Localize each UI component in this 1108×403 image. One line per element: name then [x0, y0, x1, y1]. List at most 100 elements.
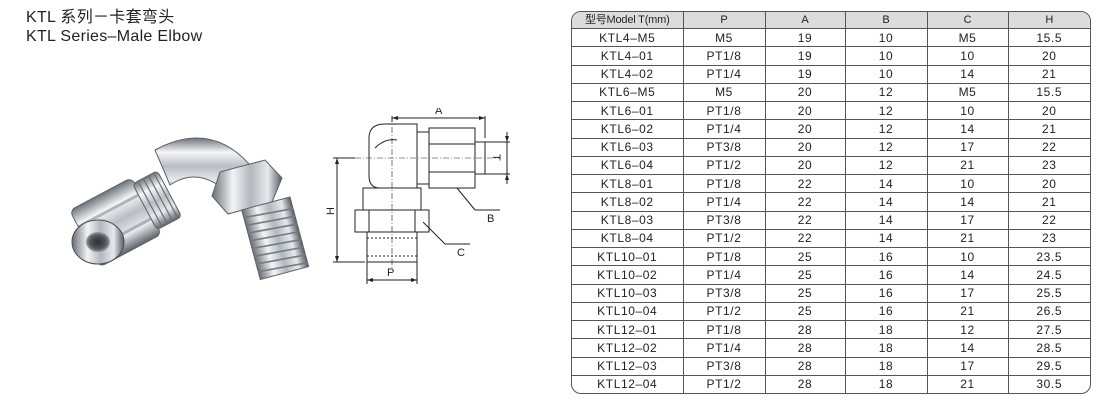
cell-model: KTL10–01	[572, 246, 684, 267]
cell-b: 10	[844, 27, 928, 48]
header-b: B	[844, 12, 928, 29]
header-p: P	[682, 12, 766, 29]
cell-b: 14	[844, 173, 928, 194]
cell-c: 17	[926, 356, 1009, 376]
cell-h: 30.5	[1007, 374, 1090, 393]
cell-b: 18	[844, 374, 928, 393]
cell-b: 12	[844, 82, 928, 103]
cell-model: KTL4–02	[572, 64, 684, 84]
cell-model: KTL12–04	[572, 374, 684, 393]
dimension-diagram: A B C H P T	[325, 108, 510, 284]
cell-b: 16	[844, 283, 928, 303]
cell-c: 10	[926, 246, 1009, 267]
dim-label-h: H	[325, 207, 337, 215]
cell-h: 15.5	[1007, 27, 1090, 48]
cell-c: 14	[926, 119, 1009, 139]
cell-b: 16	[844, 301, 928, 322]
title-chinese: KTL 系列－卡套弯头	[26, 9, 175, 26]
cell-p: PT3/8	[682, 356, 766, 376]
cell-a: 25	[764, 301, 846, 322]
cell-a: 20	[764, 100, 846, 121]
cell-c: 10	[926, 173, 1009, 194]
cell-p: PT1/2	[682, 155, 766, 176]
cell-b: 18	[844, 338, 928, 358]
cell-h: 23	[1007, 155, 1090, 176]
cell-h: 20	[1007, 100, 1090, 121]
cell-b: 16	[844, 246, 928, 267]
cell-p: PT1/2	[682, 301, 766, 322]
cell-a: 28	[764, 374, 846, 393]
cell-model: KTL4–01	[572, 46, 684, 66]
dim-label-t: T	[490, 154, 502, 161]
cell-c: 12	[926, 319, 1009, 340]
cell-c: 14	[926, 265, 1009, 285]
cell-h: 21	[1007, 192, 1090, 212]
cell-p: PT1/4	[682, 192, 766, 212]
header-h: H	[1007, 12, 1090, 29]
cell-model: KTL6–01	[572, 100, 684, 121]
cell-a: 22	[764, 228, 846, 249]
cell-b: 12	[844, 137, 928, 157]
cell-a: 25	[764, 283, 846, 303]
cell-b: 10	[844, 64, 928, 84]
cell-c: 21	[926, 228, 1009, 249]
cell-h: 23	[1007, 228, 1090, 249]
title-english: KTL Series–Male Elbow	[26, 28, 203, 45]
cell-a: 20	[764, 155, 846, 176]
cell-h: 20	[1007, 46, 1090, 66]
cell-b: 16	[844, 265, 928, 285]
cell-c: M5	[926, 27, 1009, 48]
cell-a: 20	[764, 82, 846, 103]
cell-a: 22	[764, 192, 846, 212]
cell-p: PT3/8	[682, 210, 766, 230]
cell-h: 22	[1007, 210, 1090, 230]
cell-h: 29.5	[1007, 356, 1090, 376]
cell-p: M5	[682, 27, 766, 48]
cell-c: 17	[926, 283, 1009, 303]
cell-model: KTL12–01	[572, 319, 684, 340]
cell-model: KTL4–M5	[572, 27, 684, 48]
header-model: 型号Model T(mm)	[572, 12, 684, 29]
cell-model: KTL6–03	[572, 137, 684, 157]
cell-b: 18	[844, 319, 928, 340]
header-a: A	[764, 12, 846, 29]
cell-p: PT1/8	[682, 246, 766, 267]
cell-h: 25.5	[1007, 283, 1090, 303]
cell-model: KTL10–02	[572, 265, 684, 285]
cell-a: 20	[764, 137, 846, 157]
cell-b: 12	[844, 119, 928, 139]
cell-model: KTL12–02	[572, 338, 684, 358]
cell-model: KTL10–03	[572, 283, 684, 303]
cell-h: 22	[1007, 137, 1090, 157]
cell-a: 20	[764, 119, 846, 139]
title-block: KTL 系列－卡套弯头 KTL Series–Male Elbow	[26, 8, 202, 46]
cell-c: 14	[926, 64, 1009, 84]
cell-a: 22	[764, 210, 846, 230]
cell-h: 27.5	[1007, 319, 1090, 340]
cell-model: KTL8–03	[572, 210, 684, 230]
cell-model: KTL6–04	[572, 155, 684, 176]
cell-model: KTL6–M5	[572, 82, 684, 103]
cell-h: 23.5	[1007, 246, 1090, 267]
cell-c: 14	[926, 338, 1009, 358]
cell-a: 25	[764, 246, 846, 267]
cell-a: 22	[764, 173, 846, 194]
